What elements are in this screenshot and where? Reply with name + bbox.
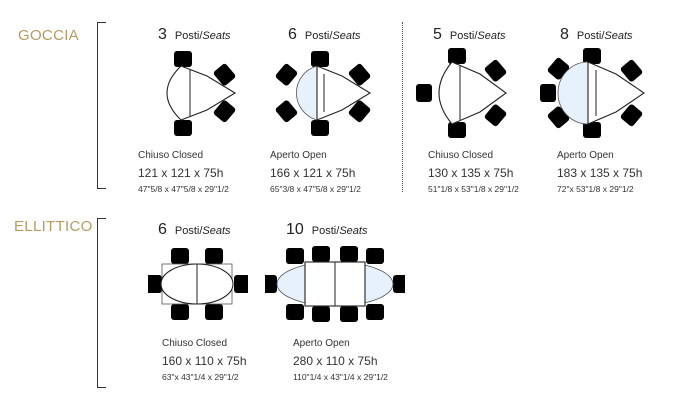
seats-label-en: Seats xyxy=(604,30,633,42)
dimensions-cm: 130 x 135 x 75h xyxy=(428,166,514,180)
dimensions-in: 51"1/8 x 53"1/8 x 29"1/2 xyxy=(428,184,519,194)
state-label: Aperto Open xyxy=(270,150,327,161)
seats-label: Posti/ xyxy=(174,30,203,42)
seats-label-en: Seats xyxy=(202,225,231,237)
dimensions-in: 47"5/8 x 47"5/8 x 29"1/2 xyxy=(138,184,229,194)
seat-count: 5 xyxy=(433,26,442,43)
table-caption: Chiuso Closed 121 x 121 x 75h 47"5/8 x 47"… xyxy=(138,150,229,194)
seats-label: Posti/ xyxy=(449,30,478,42)
table-caption: Aperto Open 280 x 110 x 75h 110"1/4 x 43"1… xyxy=(293,338,388,382)
table-plan-ellittico-6 xyxy=(148,246,248,322)
section-label-goccia: GOCCIA xyxy=(18,27,79,44)
state-label: Aperto Open xyxy=(293,338,350,349)
state-label: Chiuso Closed xyxy=(428,150,494,161)
section-label-ellittico: ELLITTICO xyxy=(14,218,93,235)
dimensions-in: 65"3/8 x 47"5/8 x 29"1/2 xyxy=(270,184,361,194)
state-label: Chiuso Closed xyxy=(138,150,204,161)
seats-label-en: Seats xyxy=(202,30,231,42)
seats-heading: 6 Posti/Seats xyxy=(158,221,231,239)
seats-label: Posti/ xyxy=(304,30,333,42)
seats-heading: 8 Posti/Seats xyxy=(560,26,633,44)
seats-heading: 6 Posti/Seats xyxy=(288,26,361,44)
table-plan-goccia-3 xyxy=(166,49,239,138)
seats-label: Posti/ xyxy=(174,225,203,237)
dimensions-in: 63"x 43"1/4 x 29"1/2 xyxy=(162,372,239,382)
table-plan-goccia-8 xyxy=(540,46,646,140)
seats-label-en: Seats xyxy=(477,30,506,42)
seats-heading: 10 Posti/Seats xyxy=(286,221,367,239)
table-plan-goccia-6 xyxy=(272,49,374,138)
section-bracket xyxy=(97,218,106,388)
table-plan-ellittico-10 xyxy=(265,244,405,324)
seats-heading: 3 Posti/Seats xyxy=(158,26,231,44)
seats-label-en: Seats xyxy=(339,225,368,237)
seat-count: 8 xyxy=(560,26,569,43)
seats-label-en: Seats xyxy=(332,30,361,42)
dotted-divider xyxy=(402,22,403,192)
dimensions-cm: 183 x 135 x 75h xyxy=(557,166,643,180)
dimensions-cm: 166 x 121 x 75h xyxy=(270,166,356,180)
dimensions-cm: 160 x 110 x 75h xyxy=(162,354,247,368)
seat-count: 10 xyxy=(286,221,304,238)
seats-heading: 5 Posti/Seats xyxy=(433,26,506,44)
dimensions-cm: 121 x 121 x 75h xyxy=(138,166,224,180)
state-label: Aperto Open xyxy=(557,150,614,161)
table-plan-goccia-5 xyxy=(414,46,510,140)
table-caption: Aperto Open 166 x 121 x 75h 65"3/8 x 47"5/… xyxy=(270,150,361,194)
table-caption: Chiuso Closed 130 x 135 x 75h 51"1/8 x 53"… xyxy=(428,150,519,194)
seat-count: 3 xyxy=(158,26,167,43)
seats-label: Posti/ xyxy=(576,30,605,42)
state-label: Chiuso Closed xyxy=(162,338,228,349)
dimensions-in: 110"1/4 x 43"1/4 x 29"1/2 xyxy=(293,372,388,382)
dimensions-in: 72"x 53"1/8 x 29"1/2 xyxy=(557,184,634,194)
dimensions-cm: 280 x 110 x 75h xyxy=(293,354,378,368)
seat-count: 6 xyxy=(158,221,167,238)
table-caption: Aperto Open 183 x 135 x 75h 72"x 53"1/8 x … xyxy=(557,150,642,194)
table-caption: Chiuso Closed 160 x 110 x 75h 63"x 43"1/4 … xyxy=(162,338,247,382)
seats-label: Posti/ xyxy=(311,225,340,237)
section-bracket xyxy=(97,22,106,189)
seat-count: 6 xyxy=(288,26,297,43)
